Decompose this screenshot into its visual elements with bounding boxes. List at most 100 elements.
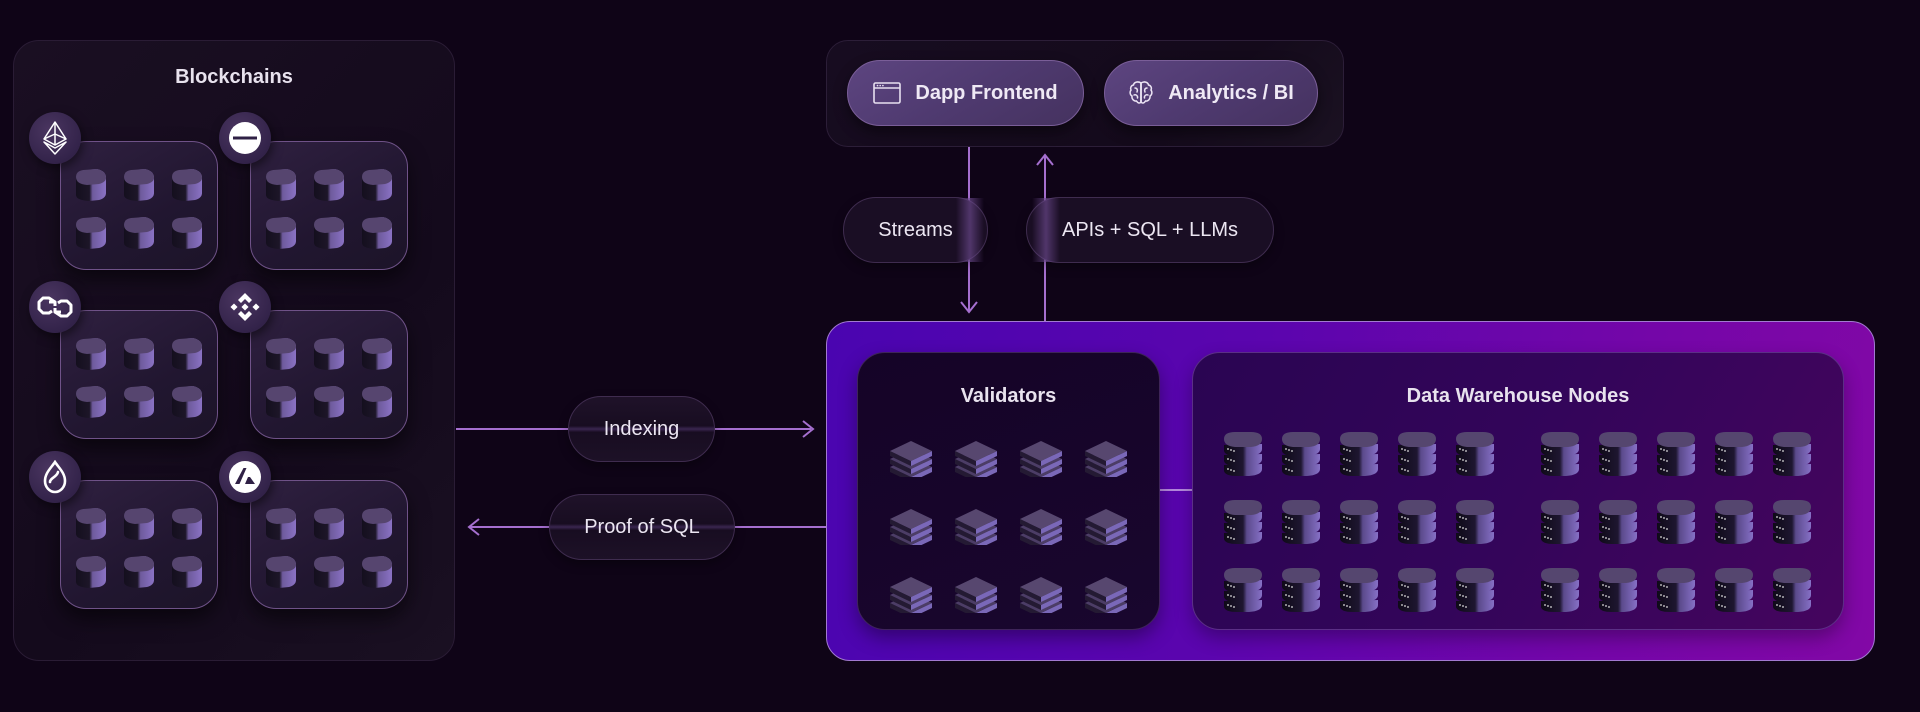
block-icon: [171, 168, 203, 202]
block-icon: [265, 168, 297, 202]
proof-of-sql-text: Proof of SQL: [584, 515, 700, 538]
validator-node-icon: [1019, 567, 1063, 618]
validator-node-icon: [954, 567, 998, 618]
warehouse-node-icon: [1772, 567, 1812, 618]
block-grid: [265, 168, 393, 250]
block-icon: [171, 216, 203, 250]
streams-label: Streams: [843, 197, 988, 263]
chain-card-ethereum: [60, 141, 218, 270]
warehouse-node-icon: [1656, 567, 1696, 618]
warehouse-node-icon: [1540, 567, 1580, 618]
streams-text: Streams: [878, 218, 953, 241]
minus-circle-icon: [219, 112, 271, 164]
block-icon: [361, 337, 393, 371]
validator-node-icon: [889, 567, 933, 618]
block-icon: [75, 507, 107, 541]
block-icon: [313, 216, 345, 250]
proof-of-sql-label: Proof of SQL: [549, 494, 735, 560]
block-icon: [313, 507, 345, 541]
block-grid: [75, 168, 203, 250]
validator-node-icon: [889, 431, 933, 482]
block-icon: [123, 385, 155, 419]
warehouse-node-icon: [1540, 431, 1580, 482]
analytics-node: Analytics / BI: [1104, 60, 1318, 126]
block-grid: [75, 337, 203, 419]
block-icon: [171, 507, 203, 541]
warehouse-node-icon: [1281, 431, 1321, 482]
chain-card-polygon: [60, 310, 218, 439]
block-icon: [361, 507, 393, 541]
block-icon: [75, 168, 107, 202]
analytics-label: Analytics / BI: [1168, 81, 1294, 104]
clients-panel: Dapp Frontend Analytics / BI: [826, 40, 1344, 147]
warehouse-node-icon: [1598, 499, 1638, 550]
validators-panel: Validators: [857, 352, 1160, 630]
ethereum-icon: [29, 112, 81, 164]
warehouse-node-icon: [1455, 567, 1495, 618]
indexing-label: Indexing: [568, 396, 715, 462]
block-icon: [361, 168, 393, 202]
chain-card-bnb: [250, 310, 408, 439]
block-icon: [171, 337, 203, 371]
warehouse-node-icon: [1540, 499, 1580, 550]
block-grid: [265, 337, 393, 419]
warehouse-grid-right: [1540, 431, 1812, 618]
warehouse-node-icon: [1339, 431, 1379, 482]
indexing-arrowhead-icon: [802, 420, 815, 438]
validator-node-icon: [954, 499, 998, 550]
warehouse-node-icon: [1714, 431, 1754, 482]
block-icon: [265, 337, 297, 371]
warehouse-node-icon: [1656, 499, 1696, 550]
warehouse-node-icon: [1772, 499, 1812, 550]
block-icon: [265, 216, 297, 250]
block-icon: [171, 555, 203, 589]
bnb-icon: [219, 281, 271, 333]
block-icon: [265, 385, 297, 419]
dapp-frontend-node: Dapp Frontend: [847, 60, 1084, 126]
warehouse-grid-left: [1223, 431, 1495, 618]
chain-card-avalanche: [250, 480, 408, 609]
avalanche-icon: [219, 451, 271, 503]
polygon-icon: [29, 281, 81, 333]
warehouse-node-icon: [1772, 431, 1812, 482]
chain-card-minus-circle: [250, 141, 408, 270]
streams-arrowhead-icon: [960, 301, 978, 314]
indexing-text: Indexing: [603, 417, 680, 440]
chain-card-sui-drop: [60, 480, 218, 609]
browser-window-icon: [873, 82, 902, 104]
block-icon: [313, 385, 345, 419]
warehouse-node-icon: [1714, 499, 1754, 550]
warehouse-node-icon: [1714, 567, 1754, 618]
validator-node-icon: [954, 431, 998, 482]
apis-arrowhead-icon: [1036, 153, 1054, 166]
warehouse-node-icon: [1397, 499, 1437, 550]
warehouse-node-icon: [1455, 499, 1495, 550]
block-icon: [75, 337, 107, 371]
warehouse-node-icon: [1223, 431, 1263, 482]
block-icon: [123, 216, 155, 250]
apis-text: APIs + SQL + LLMs: [1061, 218, 1238, 241]
warehouse-node-icon: [1656, 431, 1696, 482]
validators-title: Validators: [960, 385, 1057, 407]
warehouse-panel: Data Warehouse Nodes: [1192, 352, 1844, 630]
block-grid: [265, 507, 393, 589]
brain-icon: [1129, 81, 1153, 104]
apis-label: APIs + SQL + LLMs: [1026, 197, 1274, 263]
warehouse-node-icon: [1598, 567, 1638, 618]
block-icon: [75, 216, 107, 250]
validator-node-icon: [1084, 431, 1128, 482]
block-icon: [171, 385, 203, 419]
warehouse-node-icon: [1281, 499, 1321, 550]
block-icon: [265, 507, 297, 541]
warehouse-node-icon: [1397, 431, 1437, 482]
blockchains-title: Blockchains: [175, 66, 293, 88]
block-icon: [123, 507, 155, 541]
block-icon: [123, 337, 155, 371]
apis-line-glow: [1032, 198, 1060, 262]
warehouse-node-icon: [1339, 499, 1379, 550]
warehouse-node-icon: [1455, 431, 1495, 482]
block-icon: [313, 168, 345, 202]
warehouse-node-icon: [1339, 567, 1379, 618]
validator-node-icon: [1019, 431, 1063, 482]
validator-node-icon: [889, 499, 933, 550]
